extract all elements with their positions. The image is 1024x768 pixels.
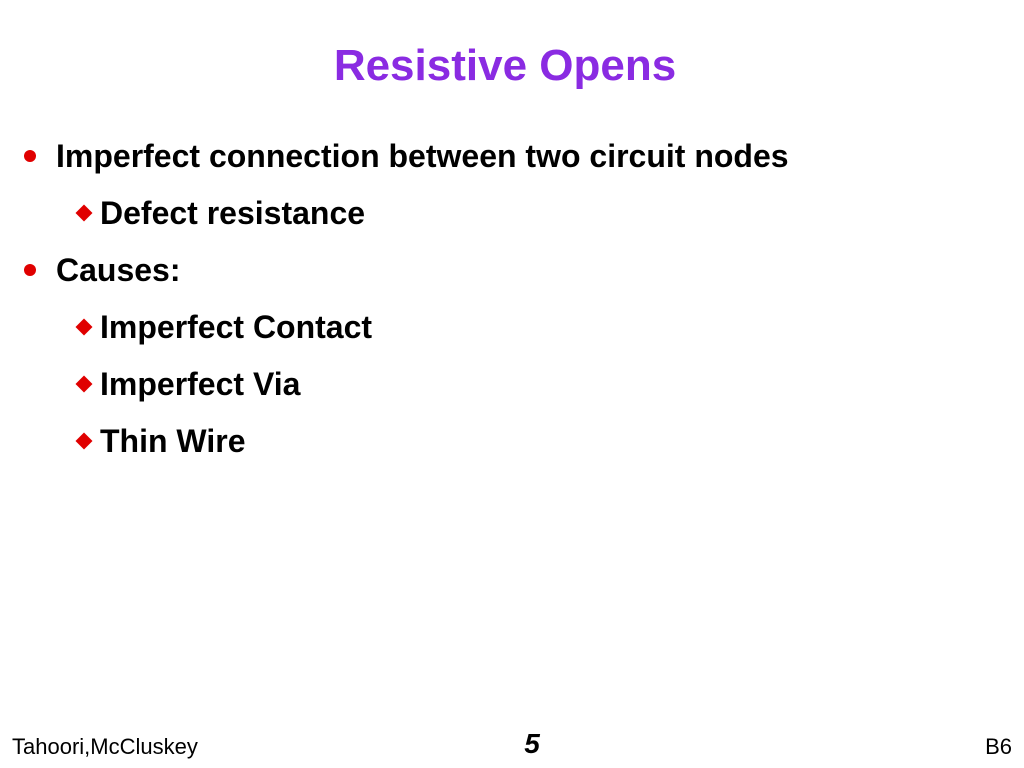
bullet-diamond-icon: [75, 204, 93, 222]
sub-bullet-text: Imperfect Via: [100, 366, 301, 402]
bullet-item: Causes:: [24, 250, 181, 290]
sub-bullet-text: Imperfect Contact: [100, 309, 373, 345]
bullet-text: Causes:: [56, 252, 181, 288]
footer-section: B6: [985, 734, 1012, 759]
sub-bullet-text: Thin Wire: [100, 423, 246, 459]
bullet-dot-icon: [24, 263, 36, 276]
sub-bullet-item: Imperfect Contact: [75, 307, 373, 347]
sub-bullet-item: Thin Wire: [75, 421, 246, 461]
bullet-dot-icon: [24, 149, 36, 162]
footer-authors: Tahoori,McCluskey: [12, 734, 198, 759]
sub-bullet-item: Defect resistance: [75, 193, 366, 233]
bullet-diamond-icon: [75, 375, 93, 393]
bullet-text: Imperfect connection between two circuit…: [56, 138, 789, 174]
slide-title: Resistive Opens: [333, 41, 677, 90]
bullet-diamond-icon: [75, 432, 93, 450]
bullet-diamond-icon: [75, 318, 93, 336]
bullet-item: Imperfect connection between two circuit…: [24, 136, 789, 176]
sub-bullet-text: Defect resistance: [100, 195, 366, 231]
sub-bullet-item: Imperfect Via: [75, 364, 301, 404]
footer-page-number: 5: [524, 728, 540, 759]
